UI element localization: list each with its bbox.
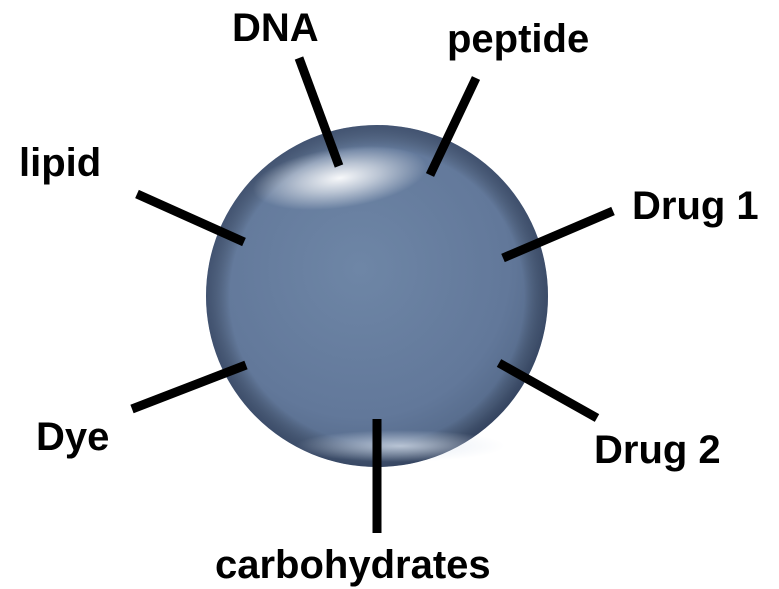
label-lipid: lipid (19, 141, 101, 185)
sphere-bottom-glow (295, 430, 505, 462)
peptide-line (425, 76, 481, 177)
label-drug2: Drug 2 (594, 428, 721, 472)
dna-line (294, 56, 344, 168)
ligand-labels: DNA peptide lipid Drug 1 Dye Drug 2 carb… (19, 6, 759, 587)
drug1-line (501, 206, 615, 263)
label-carbohydrates: carbohydrates (215, 543, 491, 587)
drug2-line (496, 359, 600, 422)
dye-line (130, 360, 248, 414)
label-peptide: peptide (447, 17, 589, 61)
label-drug1: Drug 1 (632, 184, 759, 228)
label-dye: Dye (36, 415, 109, 459)
label-dna: DNA (232, 6, 319, 50)
ligand-lines (130, 56, 615, 533)
sphere-top-highlight (252, 145, 428, 211)
lipid-line (135, 189, 246, 247)
nanoparticle-core (206, 125, 548, 467)
